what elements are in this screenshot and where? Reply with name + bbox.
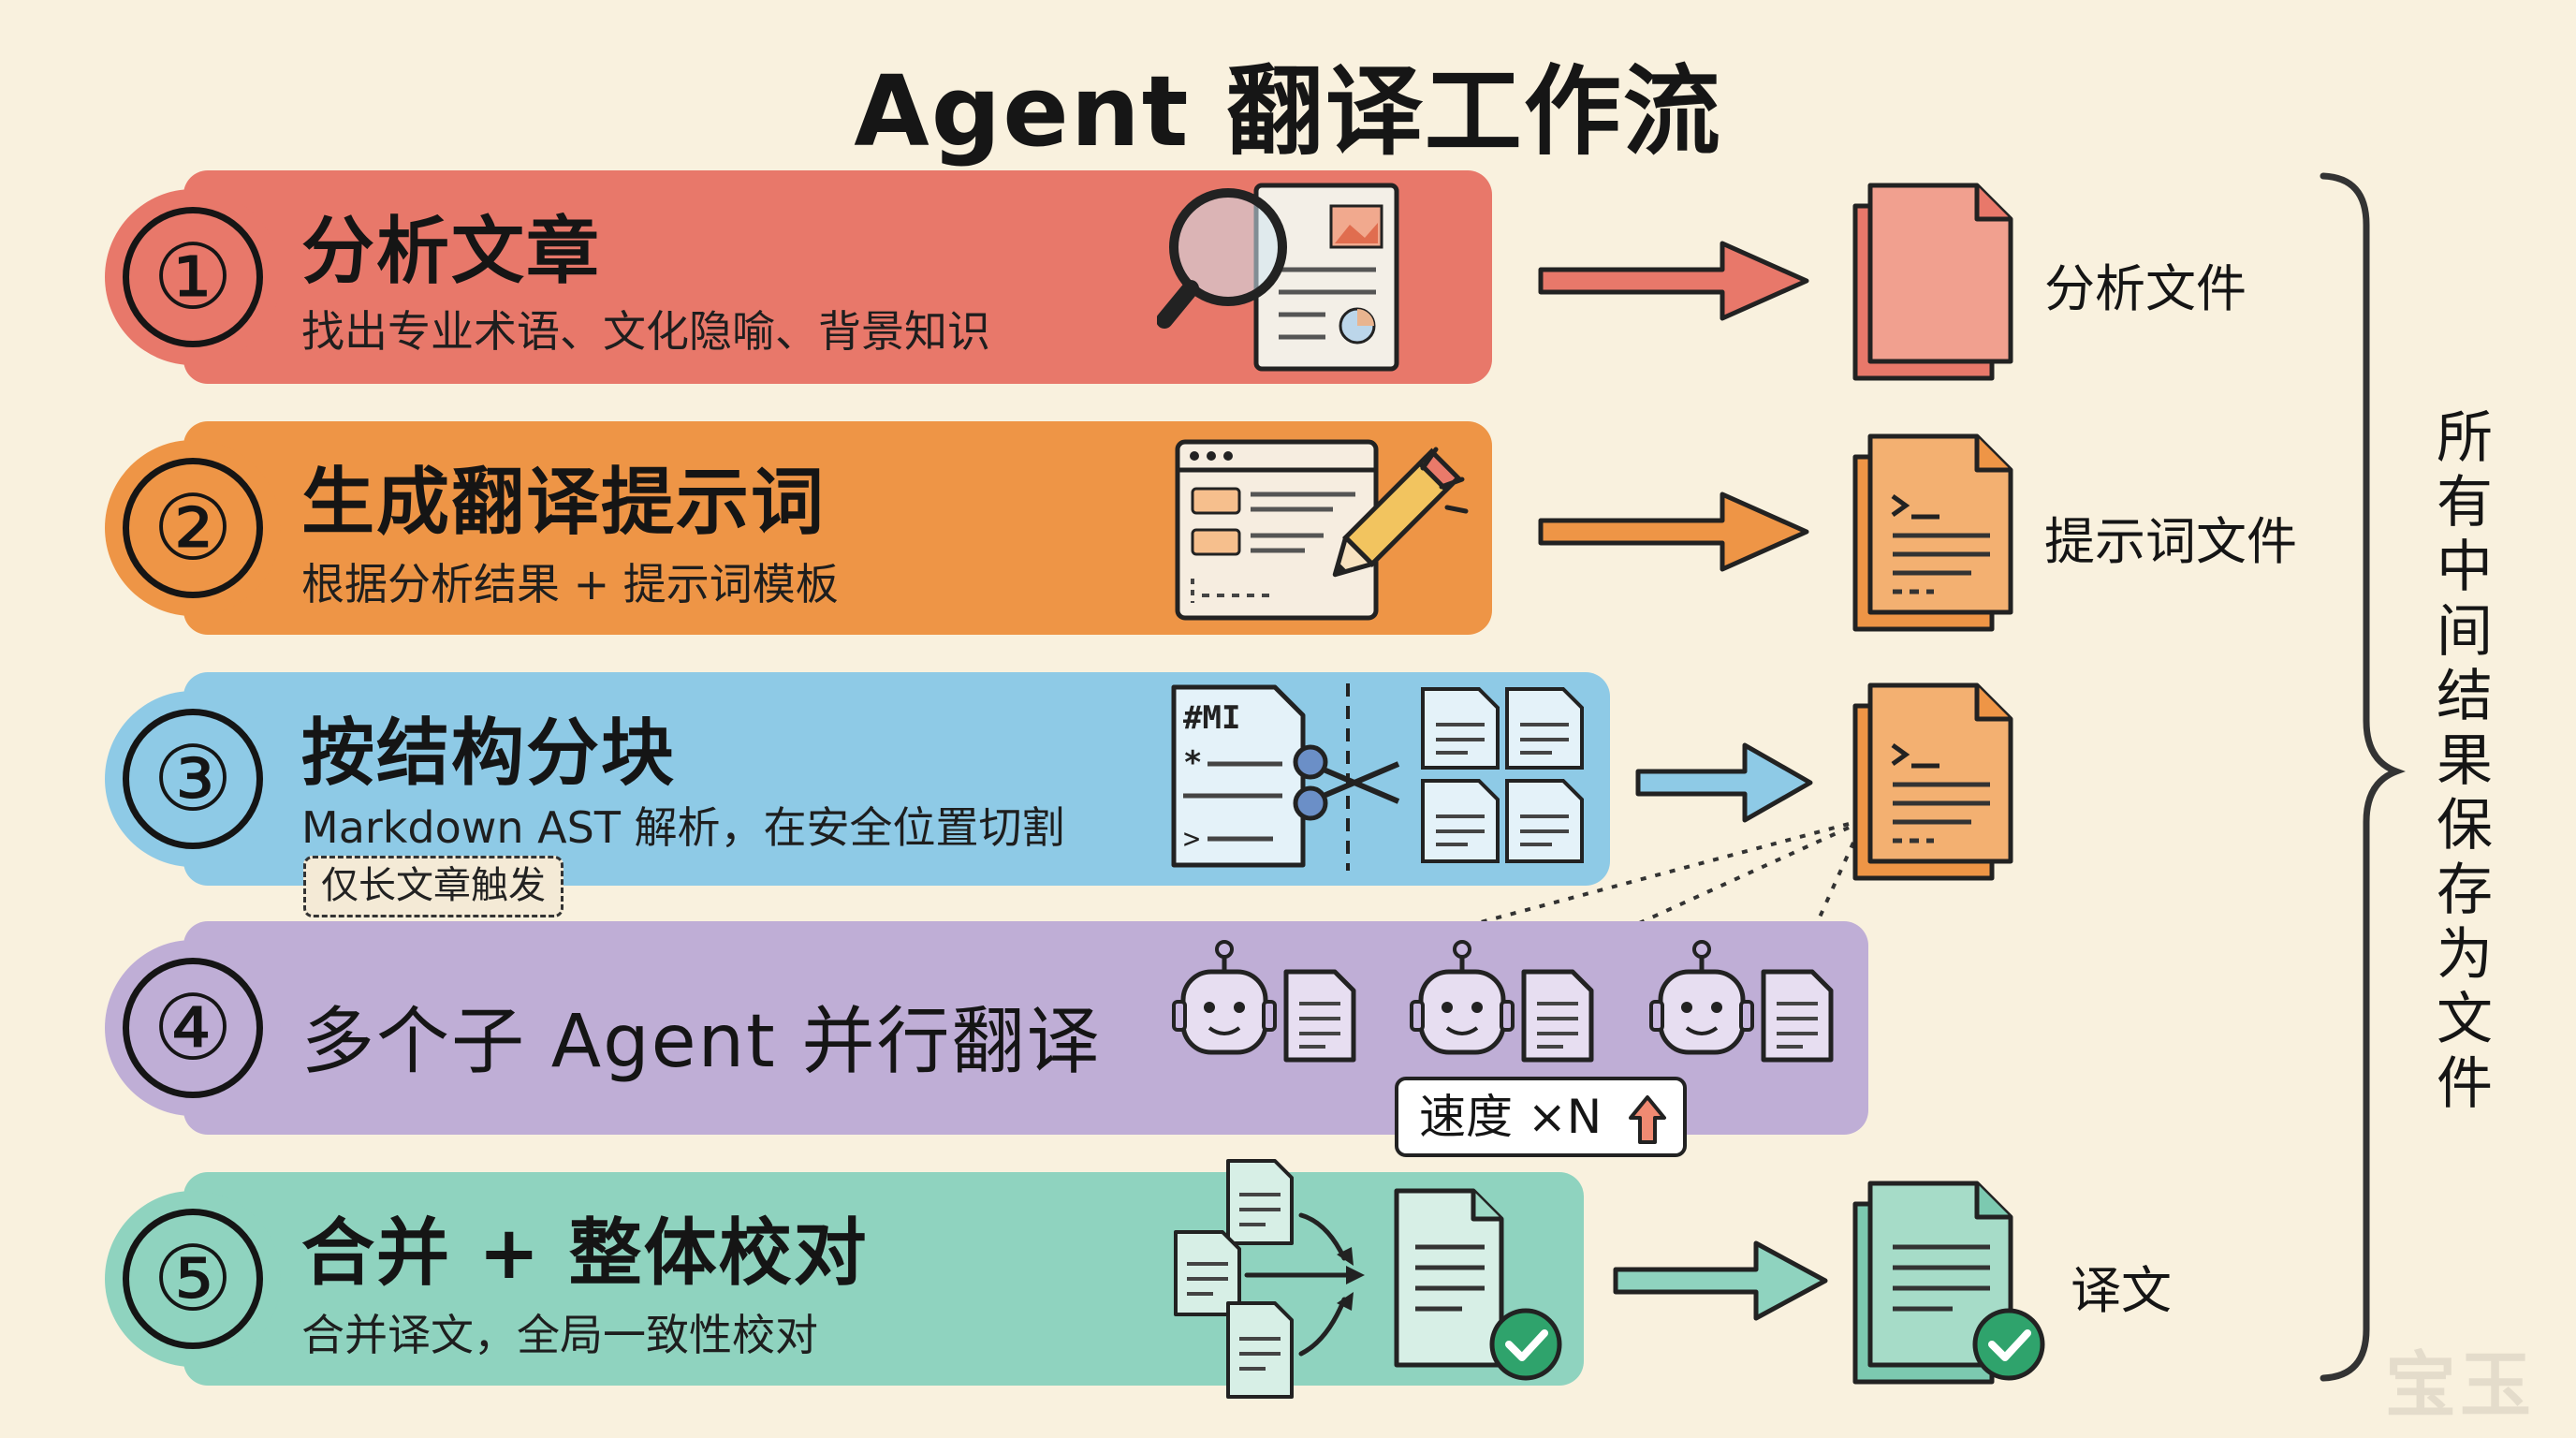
side-label-char: 件: [2437, 1051, 2493, 1117]
prompt-editor-icon: [1175, 439, 1379, 621]
step-3-desc: Markdown AST 解析，在安全位置切割: [301, 802, 1065, 853]
check-badge-icon: [1489, 1308, 1562, 1381]
step-2-desc: 根据分析结果 + 提示词模板: [301, 559, 839, 609]
file-stack-icon: [1852, 183, 2013, 381]
step-5-title: 合并 + 整体校对: [301, 1211, 869, 1296]
step-3-number: ③: [123, 709, 263, 849]
side-label-char: 保: [2437, 793, 2493, 858]
side-label-char: 中: [2437, 535, 2493, 600]
step-5-number: ⑤: [123, 1209, 263, 1349]
step-5-desc: 合并译文，全局一致性校对: [301, 1310, 818, 1360]
chunk-documents: [1421, 687, 1584, 863]
step-1-desc: 找出专业术语、文化隐喻、背景知识: [301, 306, 990, 357]
side-label-char: 为: [2437, 922, 2493, 988]
robot-icon: [1410, 940, 1594, 1063]
step-1-title: 分析文章: [301, 210, 602, 294]
merge-arrows-icon: [1174, 1159, 1562, 1399]
scissors-icon: [1293, 744, 1400, 821]
side-label-char: 果: [2437, 728, 2493, 794]
step-4-number: ④: [123, 958, 263, 1098]
right-arrow-icon: [1635, 742, 1813, 823]
markdown-split-icon: #MI * >: [1171, 683, 1584, 871]
prompt-file-label: 提示词文件: [2044, 512, 2297, 571]
terminal-file-icon: [1852, 682, 2013, 881]
side-label-char: 文: [2437, 987, 2493, 1052]
side-label-char: 结: [2437, 664, 2493, 729]
step-2-number: ②: [123, 458, 263, 598]
svg-text:>: >: [1183, 823, 1200, 856]
speed-badge: 速度 ×N: [1395, 1077, 1687, 1157]
page-title: Agent 翻译工作流: [854, 54, 1722, 169]
side-label-char: 所: [2437, 405, 2493, 471]
step-1-number: ①: [123, 207, 263, 347]
check-badge-icon: [1972, 1308, 2045, 1381]
long-article-tag: 仅长文章触发: [303, 856, 564, 917]
side-label-char: 有: [2437, 470, 2493, 536]
magnifier-document-icon: [1157, 183, 1399, 372]
translation-file-icon: [1852, 1181, 2045, 1385]
pencil-icon: [1332, 447, 1469, 578]
up-arrow-icon: [1629, 1095, 1666, 1144]
right-arrow-icon: [1538, 241, 1809, 321]
robot-icon: [1649, 940, 1834, 1063]
step-3-title: 按结构分块: [301, 712, 677, 796]
step-2-title: 生成翻译提示词: [301, 461, 827, 545]
brace-icon: [2320, 172, 2406, 1382]
svg-text:#MI: #MI: [1183, 699, 1240, 737]
side-label: 所有中间结果保存为文件: [2432, 406, 2497, 1117]
step-4-title: 多个子 Agent 并行翻译: [301, 1000, 1102, 1084]
right-arrow-icon: [1538, 492, 1809, 572]
analysis-file-label: 分析文件: [2044, 259, 2247, 318]
watermark: 宝玉: [2385, 1343, 2535, 1427]
side-label-char: 存: [2437, 858, 2493, 923]
robot-icon: [1172, 940, 1356, 1063]
step-3-band: [183, 672, 1610, 886]
speed-badge-text: 速度 ×N: [1419, 1090, 1603, 1144]
terminal-file-icon: [1852, 433, 2013, 632]
right-arrow-icon: [1613, 1240, 1828, 1321]
side-label-char: 间: [2437, 599, 2493, 665]
translation-label: 译文: [2071, 1261, 2172, 1320]
svg-text:*: *: [1183, 744, 1202, 782]
